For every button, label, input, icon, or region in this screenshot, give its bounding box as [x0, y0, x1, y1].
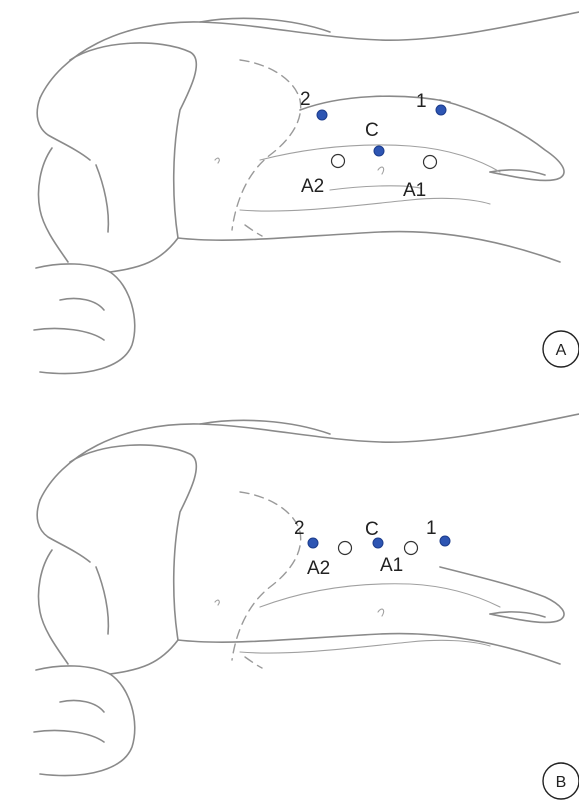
point-1-a — [436, 105, 446, 115]
point-a2-a — [332, 155, 345, 168]
point-2-a — [317, 110, 327, 120]
label-2-b: 2 — [294, 518, 305, 539]
point-1-b — [440, 536, 450, 546]
label-a1-a: A1 — [403, 180, 426, 201]
point-c-a — [374, 146, 384, 156]
animal-drawing-a: 2 1 C A2 A1 A — [0, 0, 579, 402]
label-c-a: C — [365, 120, 379, 141]
label-a2-b: A2 — [307, 558, 330, 579]
panel-a: 2 1 C A2 A1 A — [0, 0, 579, 402]
label-a1-b: A1 — [380, 555, 403, 576]
label-a2-a: A2 — [301, 176, 324, 197]
panel-b: 2 C 1 A2 A1 B — [0, 402, 579, 809]
point-a1-b — [405, 542, 418, 555]
point-a2-b — [339, 542, 352, 555]
label-1-b: 1 — [426, 518, 437, 539]
point-a1-a — [424, 156, 437, 169]
animal-drawing-b: 2 C 1 A2 A1 B — [0, 402, 579, 809]
label-c-b: C — [365, 519, 379, 540]
label-1-a: 1 — [416, 91, 427, 112]
point-2-b — [308, 538, 318, 548]
panel-badge-a-text: A — [556, 342, 567, 359]
panel-badge-b-text: B — [556, 774, 567, 791]
label-2-a: 2 — [300, 89, 311, 110]
